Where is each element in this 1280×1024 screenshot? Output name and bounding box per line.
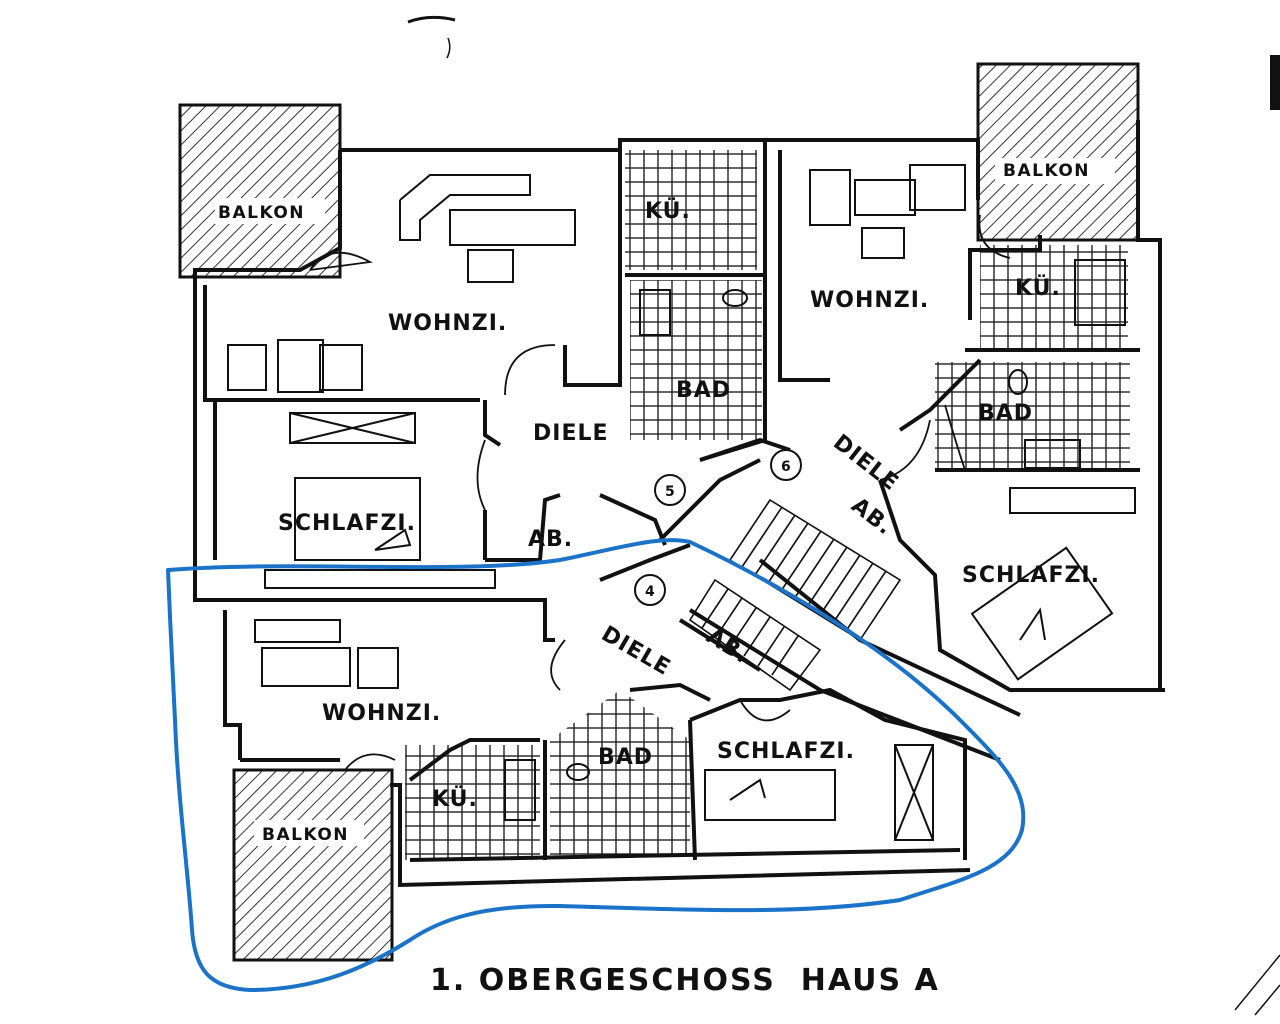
label-kue-1: KÜ. xyxy=(645,198,691,224)
label-wohnzi-1: WOHNZI. xyxy=(388,311,507,336)
room-labels: BALKON BALKON BALKON WOHNZI. WOHNZI. WOH… xyxy=(218,161,1100,845)
scan-marks xyxy=(407,15,1280,1016)
label-bad-1: BAD xyxy=(676,378,731,403)
label-diele-1: DIELE xyxy=(533,421,609,446)
balcony-northeast xyxy=(976,62,1140,242)
label-bad-2: BAD xyxy=(978,401,1033,426)
label-schlafzi-2: SCHLAFZI. xyxy=(962,563,1100,588)
label-wohnzi-3: WOHNZI. xyxy=(322,701,441,726)
label-ab-2: AB. xyxy=(846,493,897,541)
unit-5-number: 5 xyxy=(665,484,675,500)
label-wohnzi-2: WOHNZI. xyxy=(810,288,929,313)
label-kue-3: KÜ. xyxy=(432,786,478,812)
highlighted-apartment-outline xyxy=(166,538,1026,992)
label-balkon-ne: BALKON xyxy=(1003,161,1090,181)
label-schlafzi-1: SCHLAFZI. xyxy=(278,511,416,536)
balcony-southwest xyxy=(232,768,394,962)
plan-title: 1. OBERGESCHOSS HAUS A xyxy=(430,963,940,998)
label-diele-3: DIELE xyxy=(597,622,675,681)
label-diele-2: DIELE xyxy=(828,430,903,496)
label-balkon-sw: BALKON xyxy=(262,825,349,845)
unit-6-number: 6 xyxy=(781,459,791,475)
label-schlafzi-3: SCHLAFZI. xyxy=(717,739,855,764)
unit-6-marker xyxy=(770,449,802,481)
unit-markers: 4 5 6 xyxy=(634,449,802,606)
label-bad-3: BAD xyxy=(598,745,653,770)
balcony-northwest xyxy=(178,103,342,279)
furniture xyxy=(227,164,1136,841)
unit-4-number: 4 xyxy=(645,584,655,600)
unit-4-marker xyxy=(634,574,666,606)
doors xyxy=(309,214,1011,771)
tiled-areas xyxy=(405,150,1130,860)
unit-5-marker xyxy=(654,474,686,506)
walls xyxy=(193,120,1165,888)
label-balkon-nw: BALKON xyxy=(218,203,305,223)
label-kue-2: KÜ. xyxy=(1015,275,1061,301)
label-ab-1: AB. xyxy=(528,527,573,552)
